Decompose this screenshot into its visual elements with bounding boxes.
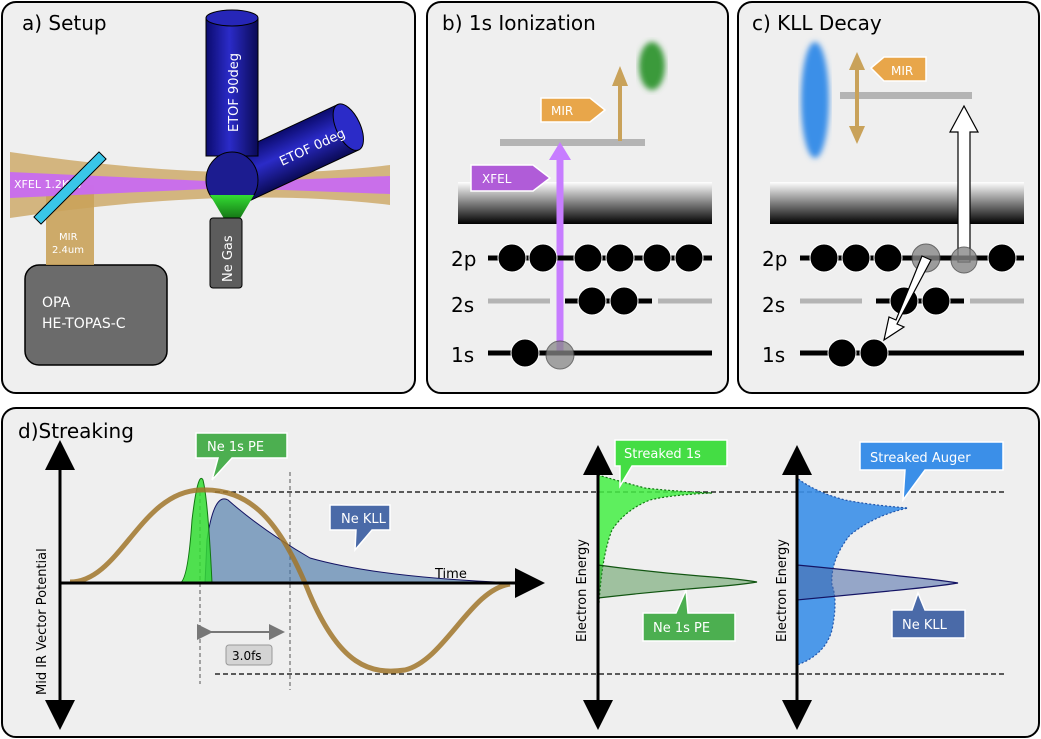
photoelectron-blob [639, 42, 665, 90]
mir-callout [540, 97, 607, 123]
streaked-1s-callout [614, 439, 728, 489]
orbital-label-1s: 1s [451, 343, 474, 367]
energy-label-1: Electron Energy [575, 539, 590, 642]
vacancy-2p-b [950, 246, 978, 274]
y-axis-label: Mid IR Vector Potential [35, 548, 50, 695]
mir-callout-c [869, 56, 927, 82]
opa-box [24, 264, 168, 366]
mirror [33, 151, 107, 225]
ne1s-distribution [179, 477, 213, 584]
streaked-auger-callout [859, 441, 1004, 503]
etof-90deg-detector [205, 9, 259, 209]
xfel-callout [470, 164, 552, 192]
panel-c-title: c) KLL Decay [752, 11, 882, 35]
upper-level-c [840, 92, 972, 99]
orbital-label-2p: 2p [451, 247, 476, 271]
delay-badge [225, 644, 273, 666]
vector-potential-curve [69, 487, 511, 674]
auger-emission-arrow [948, 104, 980, 263]
streaked-auger-callout-label: Streaked Auger [870, 451, 971, 466]
nekll-spectrum [796, 564, 959, 601]
core-hole [545, 340, 575, 370]
streaked-1s-spectrum [597, 474, 713, 626]
ne-gas-nozzle [209, 217, 243, 289]
panel-decay: c) KLL Decay MIR 2p 2s 1s [737, 1, 1040, 394]
gas-jet-cone [210, 195, 254, 222]
mir-callout-label: MIR [551, 104, 573, 118]
ne1s-spec-callout [642, 589, 736, 642]
opa-label: OPA [42, 295, 71, 311]
panel-ionization: b) 1s Ionization MIR XFEL 2p 2s 1s [426, 1, 729, 394]
upper-level [500, 139, 645, 146]
continuum-band-c [770, 182, 1024, 224]
streaked-auger-spectrum [796, 476, 909, 666]
panel-a-title: a) Setup [22, 11, 107, 35]
mir-beam-wavelength: 2.4um [52, 245, 84, 256]
nekll-callout [329, 504, 391, 553]
xfel-beam [10, 172, 390, 198]
relaxation-arrow [883, 255, 932, 342]
ne1s-callout-label: Ne 1s PE [207, 440, 264, 455]
streaked-1s-callout-label: Streaked 1s [624, 447, 701, 462]
kll-distribution [204, 498, 521, 584]
panel-streaking: d)Streaking Mid IR Vector Potential Time… [1, 407, 1040, 738]
electrons-1s [510, 338, 540, 368]
nekll-spec-callout-label: Ne KLL [902, 618, 948, 633]
electrons-1s-c [827, 338, 889, 368]
xfel-callout-label: XFEL [482, 172, 512, 186]
orbital-label-2s: 2s [451, 293, 474, 317]
ne1s-pe-spectrum [597, 564, 758, 599]
opa-model-label: HE-TOPAS-C [42, 316, 126, 332]
ne1s-callout [195, 432, 288, 481]
x-axis-label: Time [434, 567, 467, 582]
ne-gas-label: Ne Gas [221, 235, 236, 282]
panel-d-title: d)Streaking [18, 419, 134, 443]
panel-b-title: b) 1s Ionization [442, 11, 596, 35]
nekll-spec-callout [891, 590, 966, 639]
auger-electron-blob [801, 42, 829, 158]
etof-90deg-label: ETOF 90deg [227, 53, 242, 132]
energy-label-2: Electron Energy [775, 539, 790, 642]
mir-callout-c-label: MIR [891, 64, 913, 78]
orbital-label-2s-c: 2s [762, 293, 785, 317]
panel-setup: a) Setup OPA HE-TOPAS-C MIR 2.4um XFEL 1… [1, 1, 416, 394]
ne1s-spec-callout-label: Ne 1s PE [653, 621, 710, 636]
electrons-2p [497, 243, 704, 273]
electrons-2s [577, 286, 639, 316]
orbital-label-2p-c: 2p [762, 247, 787, 271]
orbital-label-1s-c: 1s [762, 343, 785, 367]
delay-label: 3.0fs [232, 649, 262, 663]
mir-beam-label: MIR [59, 232, 78, 243]
electrons-2p-c [809, 243, 1017, 273]
nekll-callout-label: Ne KLL [341, 512, 387, 527]
